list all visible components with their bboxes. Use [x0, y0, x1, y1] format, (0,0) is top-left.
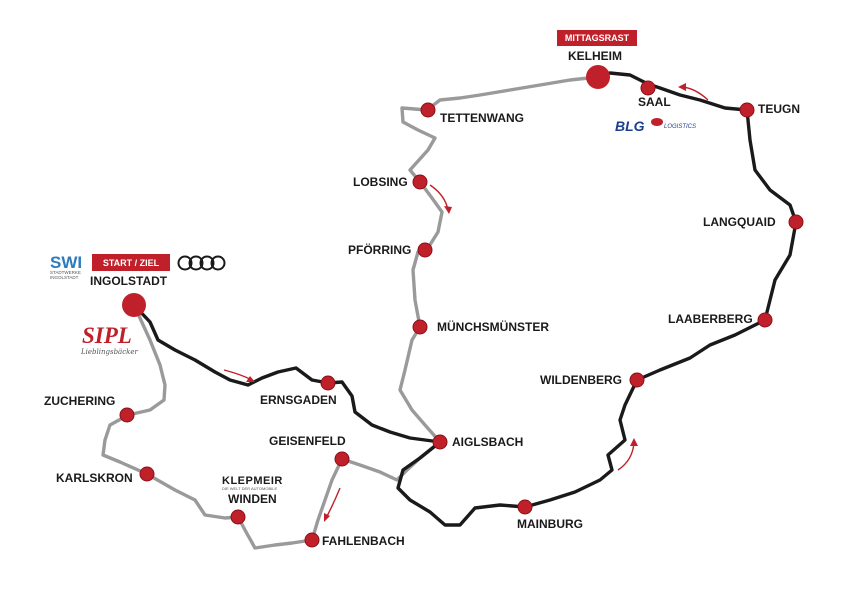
town-label-karlskron: KARLSKRON	[56, 471, 133, 485]
svg-text:Lieblingsbäcker: Lieblingsbäcker	[80, 348, 139, 356]
direction-arrow-icon	[617, 438, 638, 471]
town-label-ernsgaden: ERNSGADEN	[260, 393, 337, 407]
town-label-kelheim: KELHEIM	[568, 49, 622, 63]
svg-text:LOGISTICS: LOGISTICS	[664, 124, 696, 130]
svg-text:SWI: SWI	[50, 253, 82, 272]
direction-arrow-icon	[223, 369, 255, 382]
svg-text:SIPL: SIPL	[82, 323, 132, 348]
direction-arrow-icon	[324, 487, 341, 522]
town-marker-icon	[412, 174, 428, 190]
town-label-wildenberg: WILDENBERG	[540, 373, 622, 387]
town-marker-icon	[230, 509, 246, 525]
town-marker-icon	[640, 80, 656, 96]
town-marker-icon	[122, 293, 146, 317]
town-marker-icon	[139, 466, 155, 482]
town-markers	[119, 65, 804, 548]
town-label-fahlenbach: FAHLENBACH	[322, 534, 405, 548]
town-marker-icon	[757, 312, 773, 328]
direction-arrows	[223, 83, 709, 522]
town-marker-icon	[788, 214, 804, 230]
town-labels: INGOLSTADT KELHEIM SAAL TEUGN TETTENWANG…	[44, 49, 800, 548]
town-label-zuchering: ZUCHERING	[44, 394, 115, 408]
town-marker-icon	[412, 319, 428, 335]
town-label-ingolstadt: INGOLSTADT	[90, 274, 168, 288]
town-label-muenchsmuenster: MÜNCHSMÜNSTER	[437, 319, 549, 334]
town-label-geisenfeld: GEISENFELD	[269, 434, 346, 448]
town-marker-icon	[517, 499, 533, 515]
svg-text:MITTAGSRAST: MITTAGSRAST	[565, 33, 630, 43]
start-finish-badge: START / ZIEL	[92, 254, 170, 271]
town-marker-icon	[304, 532, 320, 548]
logo-klepmeir: KLEPMEIR DIE WELT DER AUTOMOBILE	[222, 475, 283, 491]
town-label-teugn: TEUGN	[758, 102, 800, 116]
direction-arrow-icon	[429, 184, 452, 214]
town-marker-icon	[320, 375, 336, 391]
direction-arrow-icon	[678, 83, 709, 101]
town-marker-icon	[334, 451, 350, 467]
logo-sipl: SIPL Lieblingsbäcker	[80, 323, 139, 356]
town-label-aiglsbach: AIGLSBACH	[452, 435, 523, 449]
town-marker-icon	[119, 407, 135, 423]
logo-blg-logistics: BLG LOGISTICS	[615, 118, 696, 134]
audi-rings-icon	[177, 255, 226, 271]
town-label-saal: SAAL	[638, 95, 671, 109]
lunch-stop-badge: MITTAGSRAST	[557, 30, 637, 46]
town-marker-icon	[739, 102, 755, 118]
town-marker-icon	[432, 434, 448, 450]
svg-text:START / ZIEL: START / ZIEL	[103, 258, 160, 268]
town-label-mainburg: MAINBURG	[517, 517, 583, 531]
town-label-laaberberg: LAABERBERG	[668, 312, 753, 326]
town-marker-icon	[417, 242, 433, 258]
town-label-winden: WINDEN	[228, 492, 277, 506]
svg-text:INGOLSTADT: INGOLSTADT	[50, 275, 79, 280]
svg-text:BLG: BLG	[615, 118, 645, 134]
alternative-route	[101, 75, 600, 550]
logo-stadtwerke-ingolstadt: SWI STADTWERKE INGOLSTADT	[50, 253, 82, 280]
town-marker-icon	[629, 372, 645, 388]
town-marker-icon	[420, 102, 436, 118]
town-marker-icon	[586, 65, 610, 89]
svg-text:KLEPMEIR: KLEPMEIR	[222, 475, 283, 487]
town-label-langquaid: LANGQUAID	[703, 215, 776, 229]
svg-text:DIE WELT DER AUTOMOBILE: DIE WELT DER AUTOMOBILE	[222, 486, 277, 491]
town-label-tettenwang: TETTENWANG	[440, 111, 524, 125]
svg-text:STADTWERKE: STADTWERKE	[50, 270, 81, 275]
town-label-pfoerring: PFÖRRING	[348, 242, 411, 257]
town-label-lobsing: LOBSING	[353, 175, 408, 189]
main-route	[132, 71, 798, 527]
